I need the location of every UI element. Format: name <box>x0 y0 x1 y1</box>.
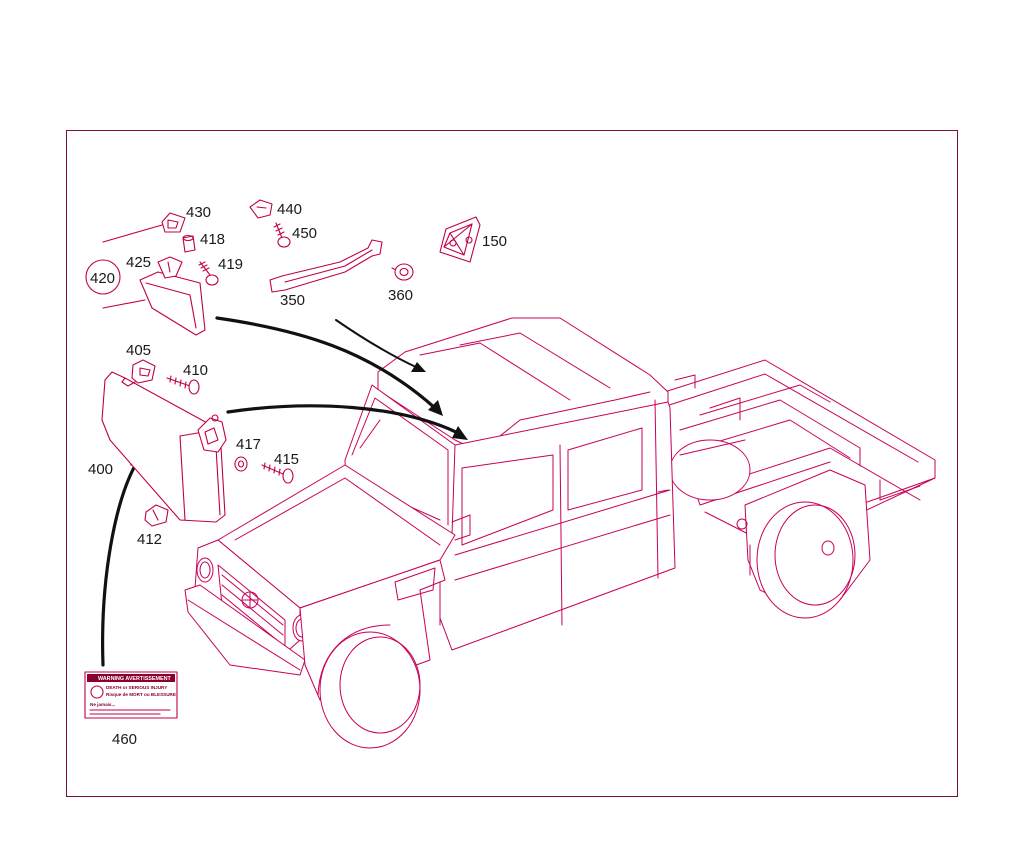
vehicle-illustration <box>184 317 936 749</box>
warning-label-part: WARNING AVERTISSEMENT DEATH or SERIOUS I… <box>84 671 178 719</box>
label-420: 420 <box>90 270 115 287</box>
callout-420 <box>85 259 121 295</box>
label-150: 150 <box>482 233 507 250</box>
warning-label-line1: DEATH or SERIOUS INJURY <box>106 685 167 690</box>
screw-410-part <box>166 375 200 395</box>
washer-417-part <box>234 456 248 472</box>
label-425: 425 <box>126 254 151 271</box>
label-460: 460 <box>112 731 137 748</box>
label-350: 350 <box>280 292 305 309</box>
label-430: 430 <box>186 204 211 221</box>
fuel-tank <box>669 439 751 501</box>
label-415: 415 <box>274 451 299 468</box>
label-417: 417 <box>236 436 261 453</box>
mirror-cover-part <box>161 212 186 233</box>
arrow-mirror-to-roof <box>215 316 437 410</box>
warning-label-title: WARNING AVERTISSEMENT <box>98 676 171 682</box>
screw-360-part <box>391 263 414 281</box>
label-410: 410 <box>183 362 208 379</box>
warning-label-line3: Ne jamais... <box>90 702 115 707</box>
grab-handle-part <box>269 239 383 293</box>
arrow-handle-head <box>411 362 426 372</box>
sun-visor-part <box>101 371 226 523</box>
assembly-arrows <box>101 316 468 667</box>
visor-hinge-part <box>197 414 227 453</box>
label-400: 400 <box>88 461 113 478</box>
label-450: 450 <box>292 225 317 242</box>
rearview-mirror-assembly <box>102 224 206 336</box>
visor-bracket-part <box>131 359 156 384</box>
arrow-label-to-visor <box>101 460 139 667</box>
warning-label-line2: Risque de MORT ou BLESSURE <box>106 692 176 697</box>
arrow-visor-to-roof <box>226 404 460 435</box>
clip-part <box>182 234 196 253</box>
screw-415-part <box>261 462 294 484</box>
label-360: 360 <box>388 287 413 304</box>
arrow-handle-to-roof <box>335 319 419 369</box>
rear-wheel <box>744 469 871 619</box>
arrow-mirror-head <box>428 400 443 416</box>
clip-412-part <box>144 504 169 527</box>
part-number-labels: 430 418 419 425 420 440 450 350 360 150 … <box>88 201 507 748</box>
label-418: 418 <box>200 231 225 248</box>
cap-440-part <box>249 199 273 219</box>
cab-body <box>184 317 748 749</box>
label-419: 419 <box>218 256 243 273</box>
label-440: 440 <box>277 201 302 218</box>
interior-light-part <box>439 216 481 263</box>
arrow-visor-head <box>452 426 468 440</box>
label-412: 412 <box>137 531 162 548</box>
label-405: 405 <box>126 342 151 359</box>
diagram-frame <box>66 130 958 797</box>
screw-419-part <box>198 261 219 286</box>
screw-450-part <box>273 222 291 248</box>
